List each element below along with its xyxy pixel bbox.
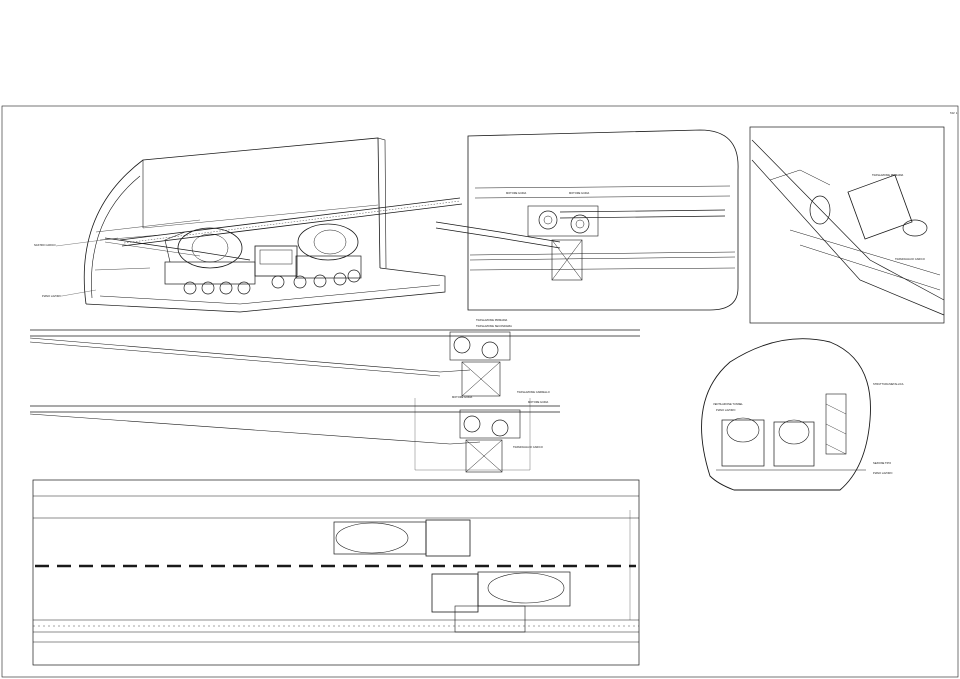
label-motore-guida-1: MOTORE GUIDA — [506, 191, 527, 195]
drive-head-upper — [449, 331, 511, 361]
support-tower-lower — [465, 439, 503, 473]
plan-truck-1 — [333, 519, 471, 557]
plan-road-view — [32, 479, 640, 666]
support-tower-section — [551, 239, 583, 281]
tunnel-cross-section: VENTILAZIONE TUNNEL PIANO LAVORO STRUTTU… — [701, 338, 904, 491]
drive-motor-detail — [769, 169, 928, 240]
tunnel-section-view: MOTORE GUIDA MOTORE GUIDA — [435, 129, 739, 311]
elevation-conveyor-upper: TRASLAZIONE PRIMARIA TRASLAZIONE SECONDA… — [29, 318, 640, 397]
mixer-truck-1 — [164, 227, 256, 295]
truck-front-left — [721, 417, 765, 467]
sheet-frame: TAV. 1 — [1, 105, 959, 678]
label-ventilazione: VENTILAZIONE TUNNEL — [713, 402, 743, 406]
sheet-code: TAV. 1 — [950, 111, 958, 115]
structure-side — [825, 393, 847, 455]
label-detail-traslazione: TRASLAZIONE PRIMARIA — [872, 173, 904, 177]
drive-units-section — [527, 205, 599, 237]
elevation-conveyor-lower: MOTORE GUIDA TRASLAZIONE CARRELLO MOTORE… — [29, 390, 560, 473]
label-piano-lavoro: PIANO LAVORO — [42, 294, 61, 298]
label-traslazione-secondaria: TRASLAZIONE SECONDARIA — [476, 324, 512, 328]
label-tramoggia-carico: TRAMOGGIA DI CARICO — [513, 445, 543, 449]
drive-head-lower — [459, 409, 521, 439]
truck-front-right — [773, 419, 815, 467]
label-detail-tramoggia: TRAMOGGIA DI CARICO — [895, 257, 925, 261]
perspective-tunnel-view: NASTRO CARICO PIANO LAVORO — [34, 137, 463, 313]
label-motore-guida-4: MOTORE GUIDA — [528, 400, 549, 404]
label-traslazione-carrello: TRASLAZIONE CARRELLO — [517, 390, 550, 394]
label-traslazione-primaria: TRASLAZIONE PRIMARIA — [476, 318, 508, 322]
label-section-struttura: STRUTTURA METALLICA — [873, 382, 904, 386]
label-motore-guida-2: MOTORE GUIDA — [569, 191, 590, 195]
support-tower-upper — [461, 361, 501, 397]
label-motore-guida-3: MOTORE GUIDA — [452, 395, 473, 399]
label-section-note: SEZIONE TIPO — [873, 461, 891, 465]
label-nastro-carico: NASTRO CARICO — [34, 243, 56, 247]
plan-conveyor-head — [454, 605, 526, 633]
detail-perspective-view: TRASLAZIONE PRIMARIA TRAMOGGIA DI CARICO — [749, 126, 945, 324]
label-section-piano: PIANO LAVORO — [716, 408, 735, 412]
label-section-piano2: PIANO LAVORO — [873, 471, 892, 475]
mixer-truck-2 — [254, 223, 362, 289]
